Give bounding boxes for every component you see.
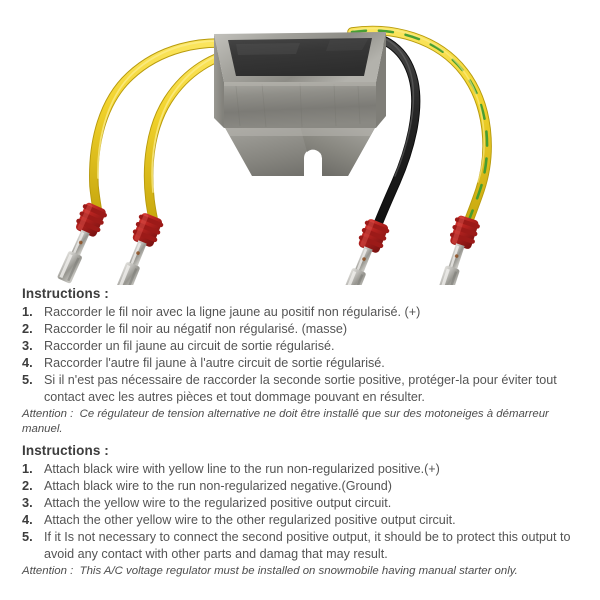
connector-yellow-2 — [116, 213, 164, 285]
attention-label: Attention : — [22, 407, 74, 420]
step-number: 1. — [22, 304, 33, 319]
product-photo — [0, 0, 600, 285]
attention-note-english: Attention : This A/C voltage regulator m… — [22, 564, 584, 579]
instructions-heading-english: Instructions : — [22, 443, 109, 458]
step-text: Attach the other yellow wire to the othe… — [44, 513, 456, 528]
attention-note-french: Attention : Ce régulateur de tension alt… — [22, 407, 584, 437]
step-item: 1. Raccorder le fil noir avec la ligne j… — [22, 304, 584, 321]
spade-terminal-2 — [116, 240, 147, 285]
instructions-heading-french: Instructions : — [22, 286, 109, 301]
step-text: Raccorder le fil noir au négatif non rég… — [44, 322, 348, 337]
step-item: 4. Attach the other yellow wire to the o… — [22, 512, 584, 529]
spade-terminal-4 — [437, 243, 465, 285]
step-text: Si il n'est pas nécessaire de raccorder … — [44, 373, 557, 404]
step-item: 5. Si il n'est pas nécessaire de raccord… — [22, 372, 584, 405]
step-text: Raccorder le fil noir avec la ligne jaun… — [44, 305, 421, 319]
red-boot-2 — [132, 213, 164, 247]
step-number: 2. — [22, 321, 33, 337]
step-text: Raccorder un fil jaune au circuit de sor… — [44, 339, 335, 354]
step-number: 5. — [22, 372, 33, 388]
instructions-section-english: Instructions : 1. Attach black wire with… — [22, 443, 584, 579]
aluminum-housing — [214, 32, 386, 176]
steps-list-english: 1. Attach black wire with yellow line to… — [22, 461, 584, 563]
yellow-green-wire — [347, 25, 492, 225]
red-boot-1 — [76, 202, 107, 237]
step-text: Raccorder l'autre fil jaune à l'autre ci… — [44, 356, 385, 371]
step-text: Attach black wire to the run non-regular… — [44, 479, 392, 494]
instructions-section-french: Instructions : 1. Raccorder le fil noir … — [22, 286, 584, 437]
step-text: If it Is not necessary to connect the se… — [44, 530, 571, 561]
attention-text: This A/C voltage regulator must be insta… — [79, 564, 518, 577]
step-number: 3. — [22, 495, 33, 511]
steps-list-french: 1. Raccorder le fil noir avec la ligne j… — [22, 304, 584, 406]
step-number: 1. — [22, 461, 33, 476]
black-top-plate — [228, 38, 372, 76]
step-item: 3. Raccorder un fil jaune au circuit de … — [22, 338, 584, 355]
step-number: 2. — [22, 478, 33, 494]
red-boot-3 — [358, 219, 390, 253]
black-wire — [361, 31, 421, 229]
step-item: 1. Attach black wire with yellow line to… — [22, 461, 584, 478]
connector-yellow-1 — [57, 202, 107, 284]
spade-terminal-3 — [342, 246, 373, 285]
step-text: Attach black wire with yellow line to th… — [44, 462, 440, 476]
step-item: 4. Raccorder l'autre fil jaune à l'autre… — [22, 355, 584, 372]
yellow-wire-1 — [89, 38, 241, 213]
step-text: Attach the yellow wire to the regularize… — [44, 496, 392, 511]
step-number: 5. — [22, 529, 33, 545]
step-number: 4. — [22, 355, 33, 371]
step-number: 4. — [22, 512, 33, 528]
step-item: 2. Raccorder le fil noir au négatif non … — [22, 321, 584, 338]
attention-label: Attention : — [22, 564, 74, 577]
step-number: 3. — [22, 338, 33, 354]
attention-text: Ce régulateur de tension alternative ne … — [22, 407, 549, 435]
spade-terminal-1 — [57, 229, 90, 284]
step-item: 3. Attach the yellow wire to the regular… — [22, 495, 584, 512]
connector-yellow-green — [437, 215, 480, 285]
red-boot-4 — [449, 215, 480, 249]
connector-black — [342, 219, 390, 285]
step-item: 2. Attach black wire to the run non-regu… — [22, 478, 584, 495]
step-item: 5. If it Is not necessary to connect the… — [22, 529, 584, 562]
